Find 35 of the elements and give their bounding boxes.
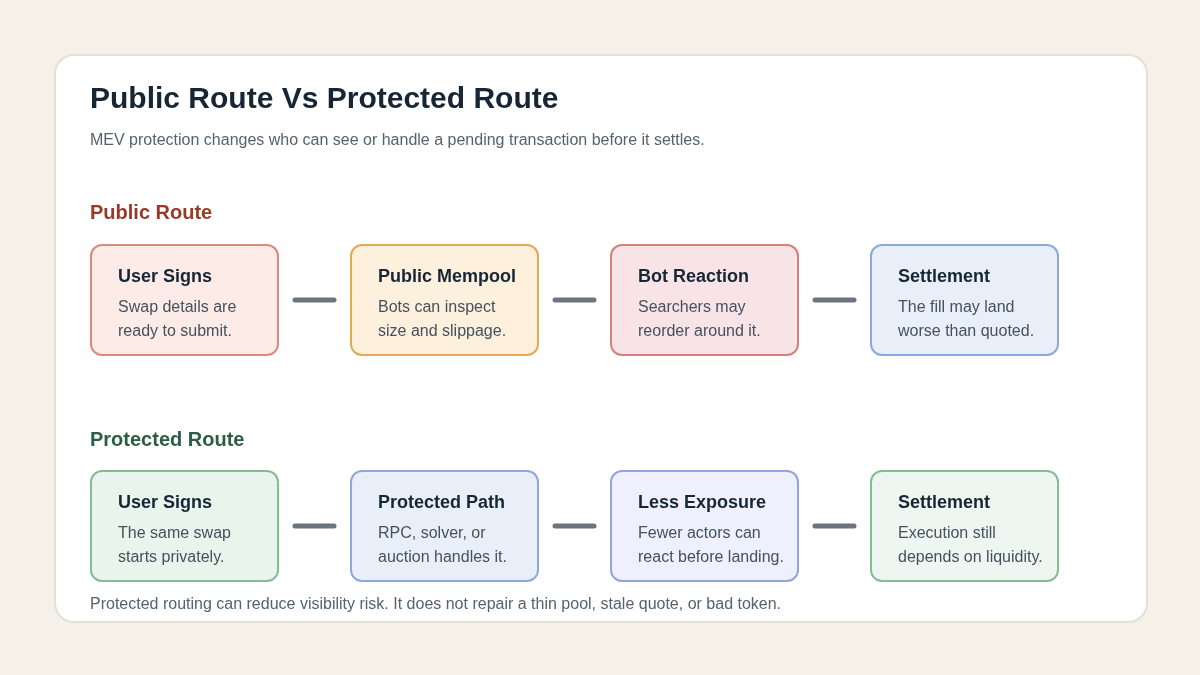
process-box <box>870 470 1059 582</box>
process-box <box>90 244 279 356</box>
step-description: The same swap starts privately. <box>118 523 232 567</box>
connector-line <box>292 523 337 529</box>
step-description: Searchers may reorder around it. <box>638 297 762 341</box>
step-description: RPC, solver, or auction handles it. <box>378 523 508 567</box>
step-description: Bots can inspect size and slippage. <box>378 297 508 341</box>
step-title: Settlement <box>898 266 991 287</box>
process-box <box>90 470 279 582</box>
process-box <box>350 470 539 582</box>
step-title: Settlement <box>898 492 991 513</box>
step-description: The fill may land worse than quoted. <box>898 297 1036 341</box>
step-title: User Signs <box>118 266 213 287</box>
connector-line <box>552 297 597 303</box>
connector-line <box>812 523 857 529</box>
step-description: Fewer actors can react before landing. <box>638 523 785 567</box>
step-title: Less Exposure <box>638 492 767 513</box>
process-box <box>870 244 1059 356</box>
process-box <box>350 244 539 356</box>
footnote: Protected routing can reduce visibility risk. It does not repair a thin pool, stale quote, or bad token. <box>90 595 782 613</box>
step-title: Bot Reaction <box>638 266 749 287</box>
connector-line <box>292 297 337 303</box>
step-description: Execution still depends on liquidity. <box>898 523 1044 567</box>
step-title: Public Mempool <box>378 266 516 287</box>
diagram-title: Public Route Vs Protected Route <box>90 81 559 115</box>
subtitle: MEV protection changes who can see or handle a pending transaction before it settles. <box>90 131 705 149</box>
step-title: Protected Path <box>378 492 506 513</box>
connector-line <box>552 523 597 529</box>
section-heading: Protected Route <box>90 428 245 451</box>
process-box <box>610 244 799 356</box>
section-heading: Public Route <box>90 201 213 224</box>
step-description: Swap details are ready to submit. <box>118 297 238 341</box>
connector-line <box>812 297 857 303</box>
step-title: User Signs <box>118 492 213 513</box>
process-box <box>610 470 799 582</box>
